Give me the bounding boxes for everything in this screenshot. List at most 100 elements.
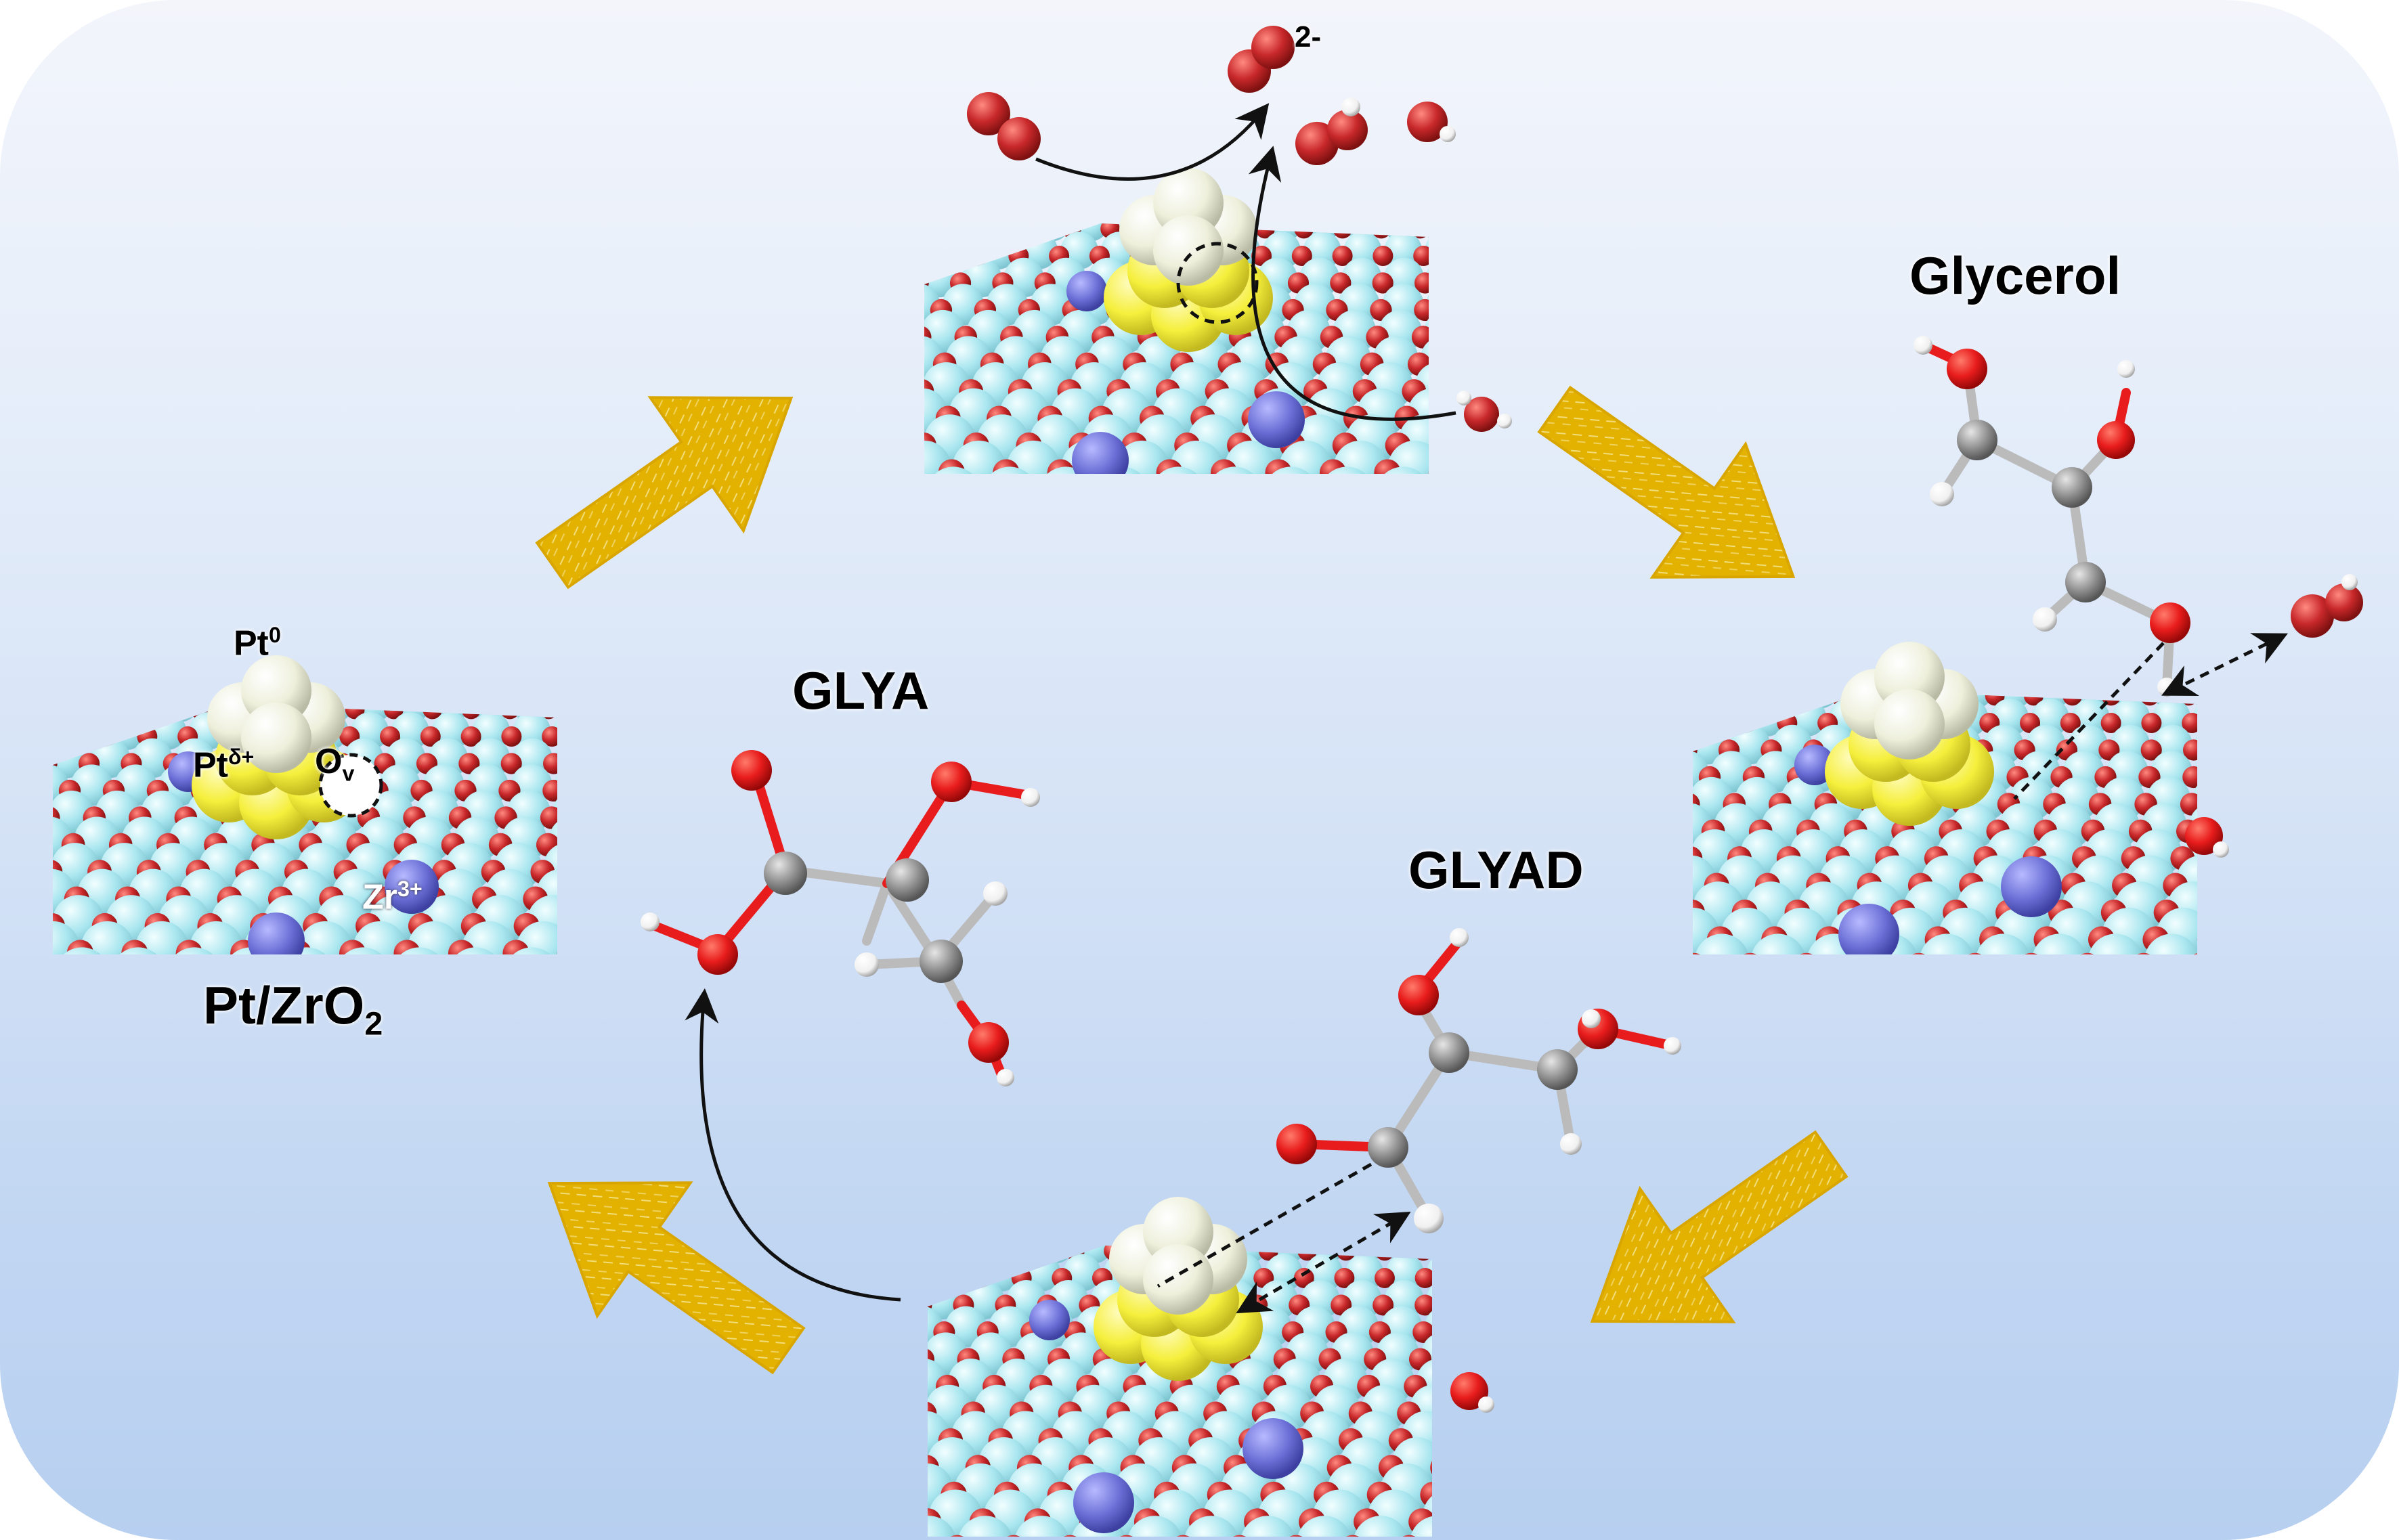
- zr-atom: [1094, 466, 1150, 474]
- o-atom: [1430, 1455, 1432, 1480]
- o-atom: [2207, 900, 2232, 925]
- o-atom: [96, 726, 117, 747]
- zr-atom: [1750, 933, 1806, 954]
- zr-atom: [955, 493, 1012, 550]
- o-atom: [2017, 952, 2045, 954]
- o-atom: [460, 726, 481, 747]
- zr-atom: [924, 440, 951, 474]
- zr-atom: [408, 921, 461, 954]
- zr-atom: [135, 921, 189, 954]
- catalyst-slab-o2-activation: [871, 168, 1429, 550]
- zr-atom: [2130, 960, 2187, 1017]
- hydroxyl-h-atom: [1478, 1396, 1494, 1413]
- o-atom: [2182, 766, 2197, 789]
- o-atom: [1347, 512, 1375, 541]
- zr-atom: [142, 973, 199, 1030]
- zr-atom: [1426, 1279, 1432, 1320]
- zr-atom: [1188, 493, 1245, 550]
- o-atom: [1714, 690, 1734, 706]
- catalyst-formula-subscript: 2: [364, 1005, 383, 1042]
- zr-atom: [1240, 1516, 1296, 1537]
- zr3-atom: [1072, 432, 1129, 474]
- cycle-arrow-up-right: [535, 396, 794, 590]
- o-atom: [2058, 980, 2086, 1008]
- pt0-superscript: 0: [269, 623, 281, 647]
- cycle-arrow-down-right: [1537, 385, 1796, 579]
- zr-atom: [1375, 466, 1429, 474]
- zr-atom: [982, 466, 1037, 474]
- zr-atom: [871, 414, 922, 465]
- o-atom: [501, 726, 522, 747]
- o-atom: [1411, 326, 1429, 349]
- zr-atom: [548, 973, 605, 1030]
- o-atom: [534, 993, 562, 1021]
- o-atom: [1736, 952, 1764, 954]
- o-atom: [1792, 952, 1820, 954]
- o-atom: [1825, 980, 1854, 1008]
- o-atom: [546, 967, 574, 994]
- catalyst-label: Pt/ZrO2: [203, 975, 383, 1043]
- zr-atom: [1006, 440, 1060, 474]
- pt-delta-superscript: δ+: [228, 745, 255, 769]
- o-atom: [2100, 713, 2121, 733]
- glya-molecule: [641, 750, 1040, 1086]
- zr-atom: [555, 738, 557, 778]
- o-atom: [968, 486, 995, 513]
- zr-atom: [432, 973, 489, 1030]
- zr3-atom: [1073, 1472, 1134, 1533]
- o-atom: [1752, 690, 1773, 706]
- o-atom: [2141, 713, 2162, 733]
- o-atom: [1791, 690, 1811, 706]
- zr-atom: [1425, 232, 1429, 269]
- o-atom: [1439, 1428, 1463, 1453]
- hydroxyl-o-atom: [1450, 1372, 1488, 1410]
- zr3-atom: [1838, 904, 1899, 954]
- oxygen-vacancy-label: Ov: [315, 741, 354, 786]
- zr-atom: [1279, 440, 1333, 474]
- o-atom: [543, 753, 557, 774]
- pt0-atom: [1153, 215, 1224, 286]
- o-atom: [434, 967, 461, 994]
- o-atom: [941, 512, 970, 541]
- o-atom: [500, 704, 520, 720]
- o-atom: [540, 806, 557, 829]
- zr-atom: [6, 739, 45, 778]
- zr-atom: [1725, 690, 1761, 709]
- catalyst-slab-initial: [0, 655, 605, 1030]
- zr-atom: [1638, 933, 1693, 988]
- zr-atom: [952, 440, 1006, 474]
- zr-atom: [1640, 881, 1691, 932]
- o-atom: [1057, 512, 1085, 541]
- zr-atom: [1296, 1516, 1352, 1537]
- pt-delta-label: Ptδ+: [193, 745, 254, 785]
- zr-atom: [1150, 466, 1206, 474]
- zr-atom: [0, 947, 53, 1002]
- o-atom: [1249, 486, 1276, 513]
- zr-atom: [1802, 690, 1839, 709]
- o-atom: [2000, 980, 2028, 1008]
- zr-atom: [299, 921, 352, 954]
- ov-subscript: v: [342, 761, 355, 786]
- zr-atom: [26, 973, 83, 1030]
- zr-atom: [1333, 440, 1387, 474]
- o-atom: [984, 223, 1004, 239]
- pt0-label: Pt0: [234, 623, 281, 663]
- o-atom: [2130, 952, 2158, 954]
- o-atom: [1849, 952, 1876, 954]
- zr-atom: [1034, 223, 1071, 242]
- zr-atom: [1693, 690, 1723, 709]
- o-atom: [1736, 713, 1757, 733]
- zr-atom: [924, 232, 936, 269]
- o-atom: [1420, 1481, 1432, 1508]
- zr-atom: [1424, 309, 1429, 354]
- zr-atom: [2031, 933, 2087, 954]
- o-atom: [490, 967, 517, 994]
- zr3-atom: [1794, 745, 1835, 785]
- zr-atom: [555, 764, 557, 806]
- glya-text: GLYA: [792, 661, 930, 720]
- zr-atom: [1115, 440, 1169, 474]
- o-atom: [2180, 793, 2197, 816]
- o-atom: [538, 704, 557, 720]
- o-atom: [420, 726, 441, 747]
